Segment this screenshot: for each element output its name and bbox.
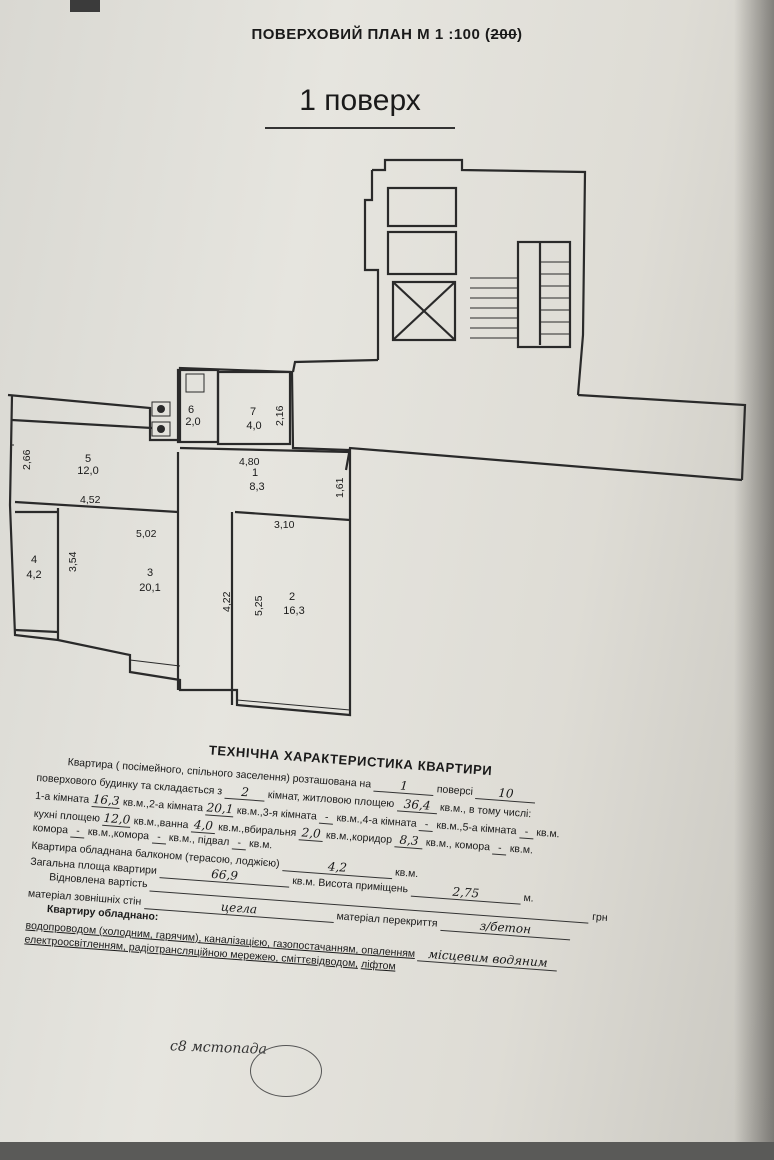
room-4-area: 4,2 (26, 569, 41, 581)
room-1-area: 8,3 (249, 481, 264, 493)
dim-kitchen-width: 4,52 (80, 494, 101, 506)
technical-specification: ТЕХНІЧНА ХАРАКТЕРИСТИКА КВАРТИРИ Квартир… (12, 730, 738, 1160)
page-edge-shadow (734, 0, 774, 1142)
stamp (250, 1045, 322, 1097)
room-6-number: 6 (188, 404, 194, 416)
binder-clip (70, 0, 100, 12)
dim-room3-height: 4,22 (221, 591, 233, 612)
dim-corridor-height: 1,61 (334, 477, 346, 498)
dim-room2-height: 5,25 (253, 595, 265, 616)
room-7-number: 7 (250, 406, 256, 418)
room-6-area: 2,0 (185, 416, 200, 428)
dim-corridor-width: 4,80 (239, 456, 260, 468)
floor-plan: 5 12,0 6 2,0 7 4,0 1 8,3 3 20,1 2 16,3 4… (7, 158, 747, 717)
dim-room3-width: 5,02 (136, 528, 157, 540)
dim-kitchen-height: 2,66 (21, 449, 33, 470)
room-2-number: 2 (289, 591, 295, 603)
room-1-number: 1 (252, 467, 258, 479)
room-5-number: 5 (85, 453, 91, 465)
room-3-number: 3 (147, 567, 153, 579)
plan-title: ПОВЕРХОВИЙ ПЛАН М 1 :100 (200) (251, 26, 523, 43)
signature: с8 мстопада (169, 1038, 268, 1058)
room-2-area: 16,3 (283, 605, 304, 617)
room-4-number: 4 (31, 554, 37, 566)
dim-bath-height: 2,16 (274, 405, 286, 426)
dim-room4-height: 3,54 (67, 551, 79, 572)
floor-label-underline (265, 127, 455, 129)
room-5-area: 12,0 (77, 465, 98, 477)
room-7-area: 4,0 (246, 420, 261, 432)
room-3-area: 20,1 (139, 582, 160, 594)
dim-room2-width: 3,10 (274, 519, 295, 531)
floor-label: 1 поверх (299, 84, 421, 117)
